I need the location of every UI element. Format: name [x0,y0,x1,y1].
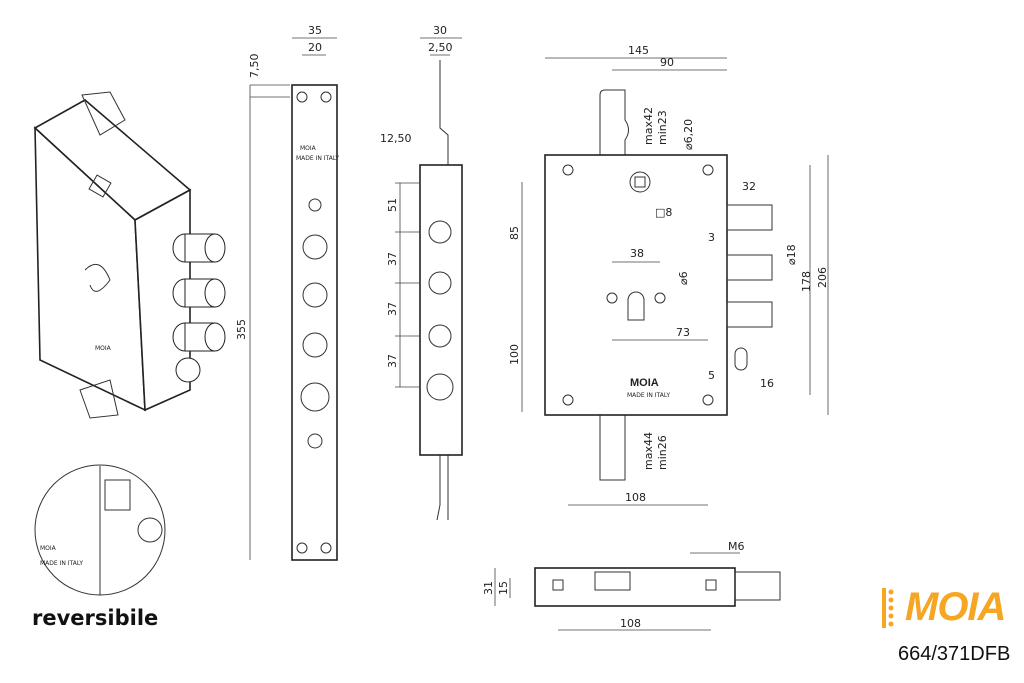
dim-206: 206 [816,267,829,288]
dim-38: 38 [630,247,644,260]
dim-hole-dia: ⌀6,20 [682,119,695,150]
dim-strip-spacing: 20 [308,41,322,54]
front-view: MOIA MADE IN ITALY 145 90 max42 min23 ⌀6… [508,44,829,506]
dim-5: 5 [708,369,715,382]
dim-145: 145 [628,44,649,57]
dim-73: 73 [676,326,690,339]
reversible-label: reversibile [32,606,159,630]
dim-cyl-hole: ⌀6 [677,271,690,285]
dim-spindle: □8 [655,206,672,219]
model-number: 664/371DFB [898,643,1011,665]
dim-strip-width: 35 [308,24,322,37]
dim-min26: min26 [656,435,669,470]
dim-side-37b: 37 [386,302,399,316]
front-origin: MADE IN ITALY [627,392,670,399]
dim-side-37a: 37 [386,252,399,266]
dim-max42: max42 [642,107,655,145]
logo-key-icon [882,588,894,628]
dim-178: 178 [800,271,813,292]
dim-side-width: 30 [433,24,447,37]
brand-logo: MOIA [905,585,1006,629]
dim-bolt-dia: ⌀18 [785,244,798,265]
strip-origin: MADE IN ITALY [296,155,339,162]
dim-3: 3 [708,231,715,244]
dim-108-bottom: 108 [620,617,641,630]
dim-side-bolt: 12,50 [380,132,412,145]
dim-15: 15 [497,581,510,595]
dim-31: 31 [482,581,495,595]
faceplate-strip-view: MOIA MADE IN ITALY 35 20 7,50 355 [235,24,339,561]
side-view: 30 2,50 12,50 51 37 37 37 [380,24,463,521]
dim-strip-top: 7,50 [248,54,261,79]
dim-max44: max44 [642,432,655,470]
dim-90: 90 [660,56,674,69]
isometric-lock: MOIA [33,91,226,419]
detail-brand: MOIA [40,545,57,552]
iso-brand: MOIA [95,345,112,352]
strip-brand: MOIA [300,145,317,152]
dim-min23: min23 [656,110,669,145]
dim-85: 85 [508,226,521,240]
dim-side-51: 51 [386,198,399,212]
detail-origin: MADE IN ITALY [40,560,83,567]
dim-100: 100 [508,344,521,365]
dim-32: 32 [742,180,756,193]
dim-side-offset: 2,50 [428,41,453,54]
front-brand: MOIA [630,377,659,389]
reversible-detail: MOIA MADE IN ITALY [34,464,166,596]
dim-m6: M6 [728,540,745,553]
dim-side-37c: 37 [386,354,399,368]
dim-16: 16 [760,377,774,390]
dim-108-front: 108 [625,491,646,504]
bottom-view: M6 31 15 108 [482,540,781,631]
dim-strip-length: 355 [235,319,248,340]
